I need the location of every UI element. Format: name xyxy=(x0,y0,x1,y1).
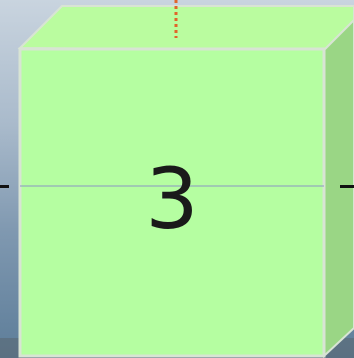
left-tick-marker xyxy=(0,185,9,188)
cube-top-face xyxy=(20,6,354,50)
right-tick-marker xyxy=(340,185,354,188)
cube-front-face[interactable] xyxy=(20,49,324,356)
